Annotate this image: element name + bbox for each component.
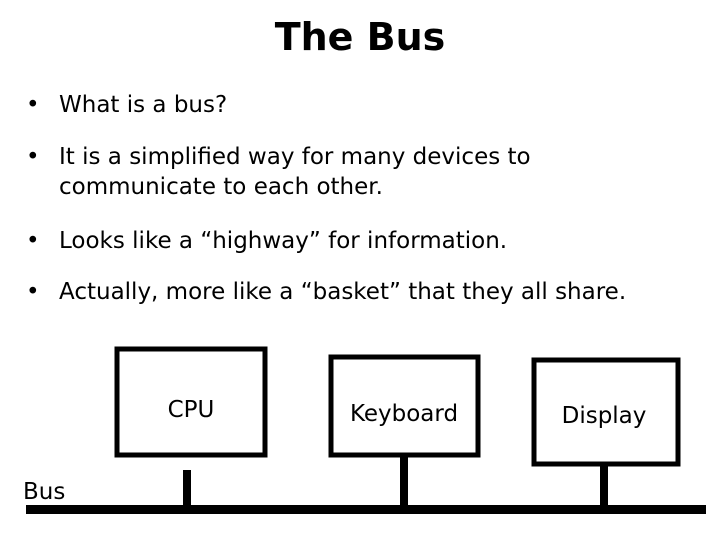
cpu-box: [114, 346, 268, 458]
bullet-text: Actually, more like a “basket” that they…: [59, 279, 627, 305]
keyboard-bus-connector: [400, 455, 408, 508]
bus-label: Bus: [23, 479, 65, 505]
cpu-label: CPU: [168, 397, 215, 423]
keyboard-label: Keyboard: [350, 401, 458, 427]
display-label: Display: [562, 403, 647, 429]
bullet-text: Looks like a “highway” for information.: [59, 228, 508, 254]
bullet-text: What is a bus?: [59, 92, 228, 118]
display-bus-connector: [600, 464, 608, 508]
cpu-bus-connector: [183, 470, 191, 508]
bullet-marker: •: [26, 279, 40, 305]
bus-line: [26, 505, 706, 514]
bullet-marker: •: [26, 228, 40, 254]
display-box: [531, 357, 681, 467]
slide-title: The Bus: [274, 15, 446, 59]
bullet-marker: •: [26, 92, 40, 118]
bullet-text: It is a simplified way for many devices …: [59, 144, 531, 200]
bullet-marker: •: [26, 144, 40, 170]
keyboard-box: [328, 354, 481, 458]
